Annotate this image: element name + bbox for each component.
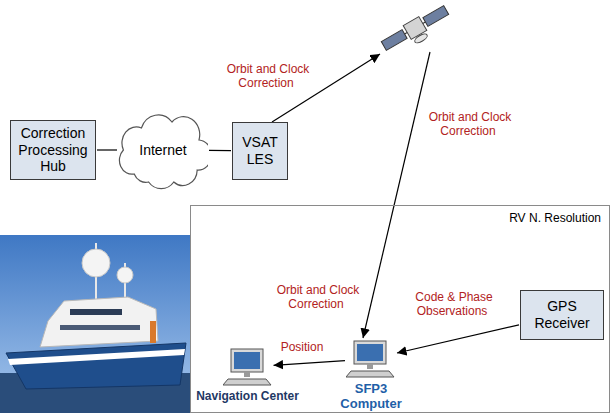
link-label: Orbit and Clock Correction [222,62,312,90]
vessel-region: RV N. ResolutionSFP3 Computer GPS Receive… [190,205,610,413]
connector-label: Position [270,340,334,354]
node-label: GPS Receiver [525,298,599,332]
connector-label: Code & Phase Observations [410,290,496,318]
solar-panel [381,30,407,51]
link-label: Orbit and Clock Correction [272,283,362,311]
link-label-text: Orbit and Clock Correction [275,283,360,311]
monitor-screen [234,352,260,369]
ship-windows [60,325,140,330]
node-label: Internet [139,142,186,159]
link-label: Orbit and Clock Correction [424,110,514,138]
station-box: VSAT LES [232,122,288,180]
connector [97,149,117,150]
satellite-icon [380,3,454,59]
computer-icon [223,348,273,386]
link-label-text: Orbit and Clock Correction [427,110,512,138]
region-title: RV N. Resolution [191,206,609,225]
photo-sky [0,235,190,413]
computer-icon [346,340,396,378]
connector [209,150,231,151]
ship-crane [150,321,156,343]
monitor-stand [244,372,250,377]
ship-stripe [8,349,185,365]
solar-panel [423,6,449,27]
computer-node: Navigation Center [188,348,307,410]
ship-windows [70,309,122,315]
ship-photo [0,235,190,413]
ship-superstructure [40,297,158,347]
monitor-frame [354,341,386,364]
keyboard [346,371,394,377]
node-label: Correction Processing Hub [15,125,91,175]
node-label: VSAT LES [237,134,283,168]
computer-node: SFP3 Computer [326,340,416,413]
connector [274,361,346,366]
connector-label-text: Code & Phase Observations [413,290,492,318]
process-box: Correction Processing Hub [10,120,96,180]
monitor-screen [357,344,383,361]
keyboard [223,379,271,385]
satellite-dish [413,32,428,44]
cloud-shape [119,115,208,189]
network-cloud: Internet [118,110,208,190]
ship-hull [6,343,186,389]
ship-radome [117,267,133,283]
connector [397,325,519,353]
monitor-frame [231,349,263,372]
connector-label-text: Position [279,340,326,354]
monitor-stand [367,364,373,369]
node-label: Navigation Center [196,390,299,404]
node-label: SFP3 Computer [326,382,416,412]
receiver-box: GPS Receiver [520,290,604,340]
link-label-text: Orbit and Clock Correction [225,62,310,90]
ship-radome [82,249,110,277]
